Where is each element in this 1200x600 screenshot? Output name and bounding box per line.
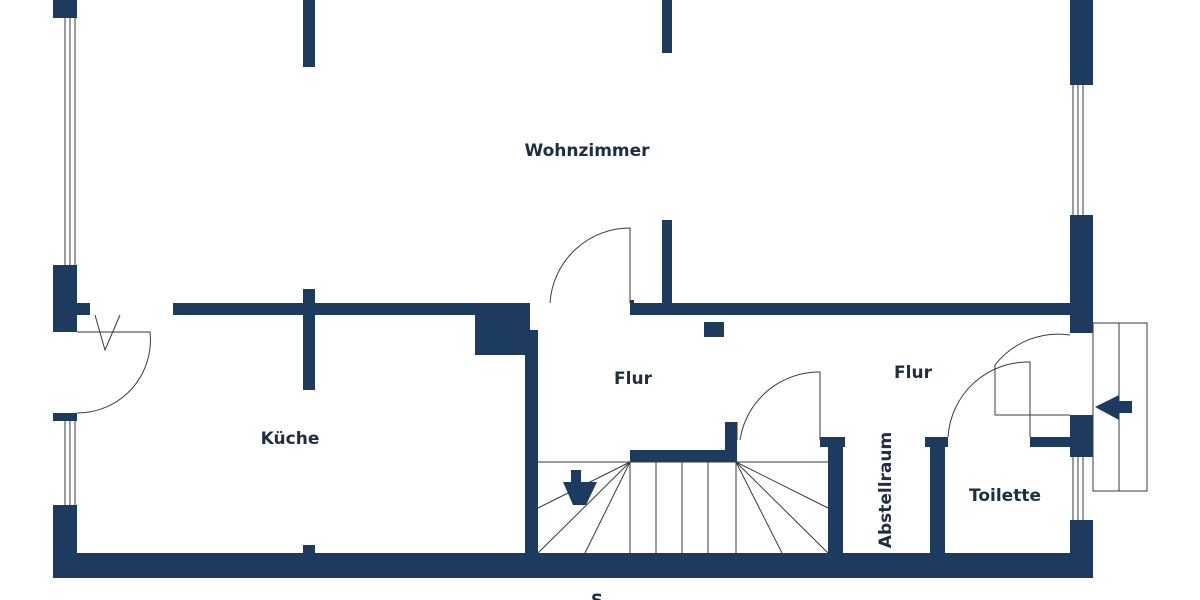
arrow-left-icon — [1095, 395, 1132, 420]
label-kueche: Küche — [261, 429, 320, 449]
staircase — [537, 461, 829, 554]
compass-label: S — [591, 591, 603, 600]
label-flur-1: Flur — [614, 369, 653, 389]
doors — [76, 227, 1071, 441]
label-abstellraum: Abstellraum — [876, 432, 896, 548]
walls — [53, 0, 1093, 578]
entrance-steps — [1092, 322, 1148, 492]
label-toilette: Toilette — [969, 486, 1041, 506]
stair-tread — [735, 461, 829, 554]
stair-tread — [537, 461, 631, 554]
room-labels: Wohnzimmer Küche Flur Flur Abstellraum T… — [261, 141, 1041, 600]
stair-tread — [584, 461, 631, 554]
arrow-down-icon — [563, 470, 597, 505]
label-wohnzimmer: Wohnzimmer — [524, 141, 650, 161]
windows — [64, 18, 1084, 520]
label-flur-2: Flur — [894, 363, 933, 383]
stair-tread — [735, 461, 829, 509]
stair-tread — [735, 461, 783, 554]
